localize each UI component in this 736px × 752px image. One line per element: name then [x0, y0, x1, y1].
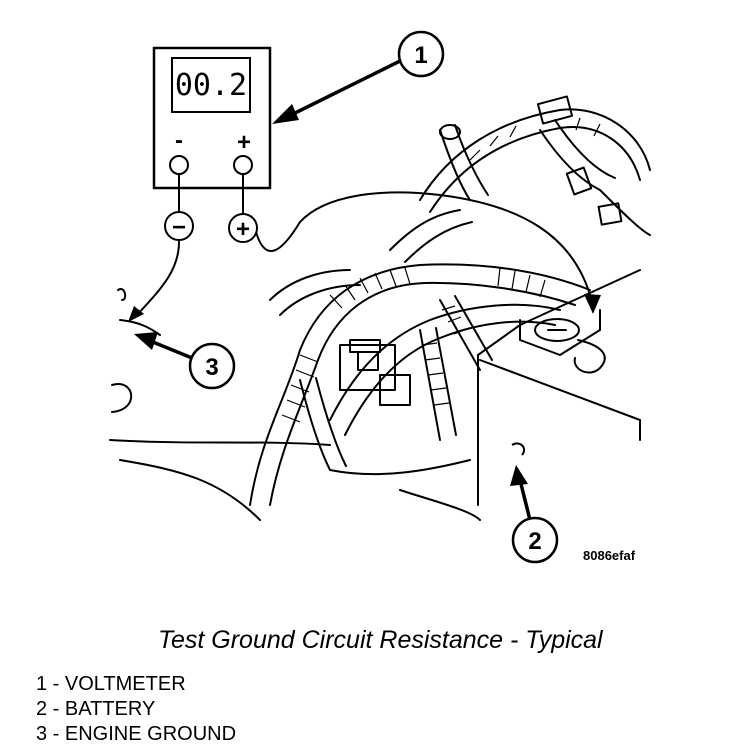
- callout-1: 1: [272, 30, 445, 124]
- lead-arrowheads: [128, 294, 601, 322]
- engine-compartment-drawing: [109, 95, 651, 521]
- positive-terminal-sign: +: [237, 129, 251, 156]
- legend-item-voltmeter: 1 - VOLTMETER: [36, 673, 186, 695]
- callout-1-number: 1: [414, 42, 427, 69]
- positive-lead-wire: [255, 191, 593, 303]
- callout-2-number: 2: [528, 528, 541, 555]
- test-leads: [135, 174, 593, 317]
- ground-resistance-diagram: 00.2 - + − + 1 2: [109, 30, 651, 564]
- figure-code: 8086efaf: [583, 548, 636, 563]
- negative-lead-symbol: −: [172, 214, 186, 241]
- voltmeter-reading: 00.2: [175, 68, 247, 103]
- negative-terminal-sign: -: [175, 127, 183, 154]
- voltmeter-display: [171, 57, 251, 113]
- callout-2: 2: [510, 442, 559, 564]
- positive-lead-probe: +: [228, 213, 258, 243]
- negative-lead-probe: −: [164, 211, 194, 241]
- legend-item-engine-ground: 3 - ENGINE GROUND: [36, 723, 237, 745]
- legend-item-battery: 2 - BATTERY: [36, 698, 156, 720]
- callout-3-number: 3: [205, 354, 218, 381]
- positive-lead-symbol: +: [236, 216, 250, 243]
- callout-3: 3: [134, 332, 236, 390]
- figure-caption: Test Ground Circuit Resistance - Typical: [158, 626, 603, 654]
- harness-texture: [281, 117, 601, 423]
- negative-terminal-jack: [169, 155, 189, 175]
- voltmeter: 00.2 - +: [152, 46, 272, 190]
- negative-lead-wire: [135, 239, 181, 317]
- positive-terminal-jack: [233, 155, 253, 175]
- legend: 1 - VOLTMETER 2 - BATTERY 3 - ENGINE GRO…: [36, 672, 236, 747]
